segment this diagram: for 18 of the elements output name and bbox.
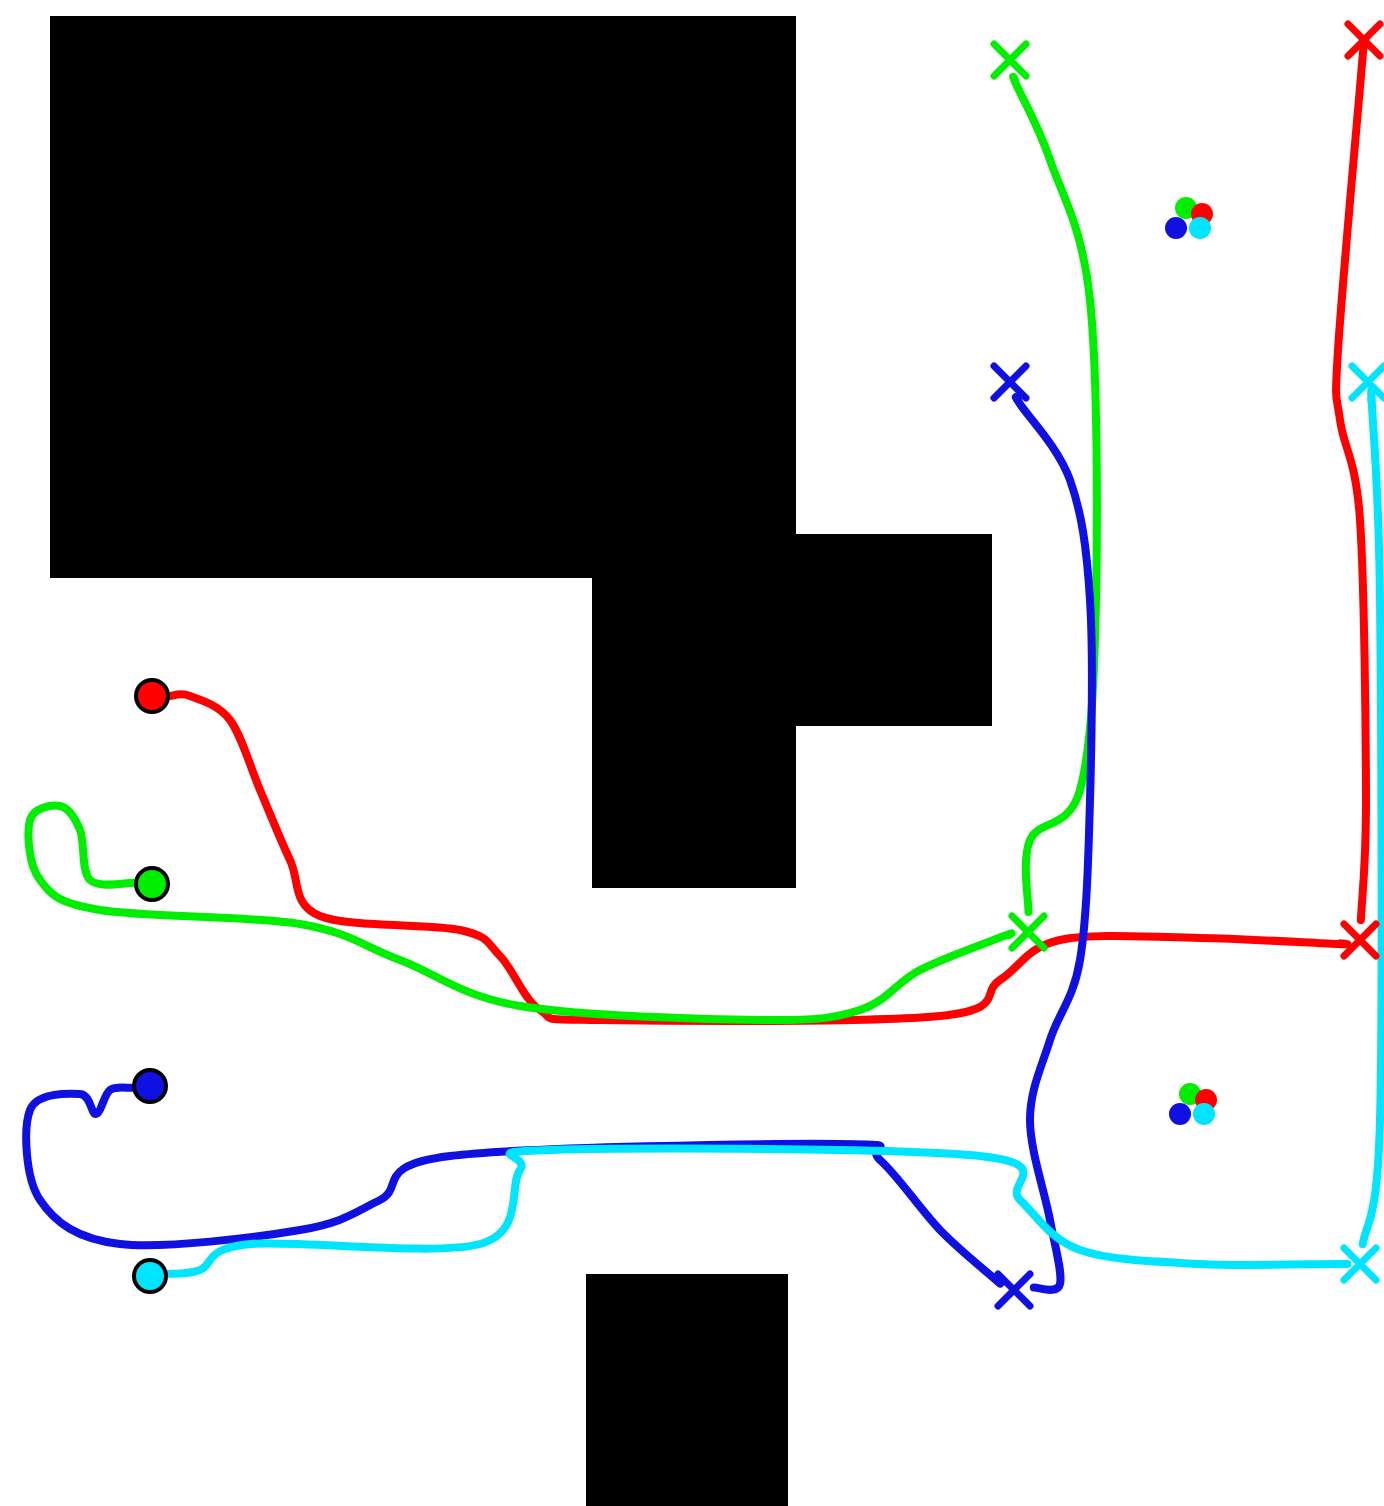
goal-cross-marker bbox=[1340, 920, 1380, 960]
trajectory-line bbox=[166, 690, 1352, 1025]
start-marker bbox=[134, 678, 170, 714]
goal-cross-marker bbox=[990, 40, 1030, 80]
goal-cross-marker bbox=[994, 1270, 1034, 1310]
start-marker bbox=[132, 1258, 168, 1294]
trajectory-line bbox=[1009, 72, 1101, 916]
start-marker bbox=[134, 866, 170, 902]
trajectory-line bbox=[1358, 386, 1384, 1249]
goal-cross-marker bbox=[1008, 912, 1048, 952]
trajectory-line bbox=[1011, 393, 1096, 1294]
goal-cross-marker bbox=[1348, 362, 1384, 402]
goal-cross-marker bbox=[1344, 20, 1384, 60]
start-marker bbox=[132, 1068, 168, 1104]
trajectory-line bbox=[163, 1144, 1352, 1278]
trajectory-line bbox=[22, 1083, 1005, 1288]
goal-cross-marker bbox=[990, 362, 1030, 402]
goal-cross-marker bbox=[1340, 1244, 1380, 1284]
